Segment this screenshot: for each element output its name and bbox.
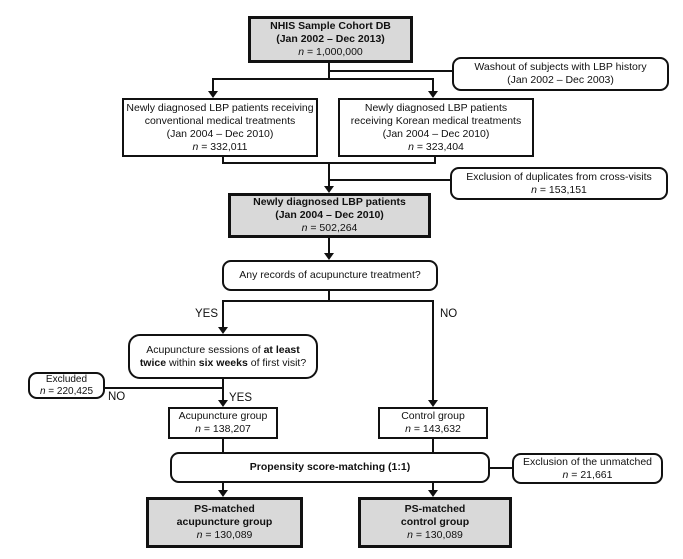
node-title2: receiving Korean medical treatments	[350, 114, 522, 127]
flow-line	[432, 483, 434, 491]
node-any-acupuncture-records: Any records of acupuncture treatment?	[222, 260, 438, 291]
flow-arrow	[208, 91, 218, 98]
node-dates: (Jan 2002 – Dec 2003)	[507, 74, 614, 86]
flow-arrow	[324, 186, 334, 193]
node-n: n = 153,151	[531, 183, 587, 196]
flow-line	[329, 179, 450, 181]
node-n: n = 138,207	[195, 423, 251, 435]
node-n: n = 130,089	[196, 529, 253, 541]
flow-line	[222, 439, 224, 452]
flow-line	[212, 78, 434, 80]
node-washout: Washout of subjects with LBP history (Ja…	[452, 57, 669, 91]
flow-line	[432, 439, 434, 452]
flow-arrow	[218, 490, 228, 497]
node-n: n = 1,000,000	[298, 46, 363, 58]
node-title: Exclusion of duplicates from cross-visit…	[466, 170, 652, 183]
node-title: Any records of acupuncture treatment?	[239, 269, 421, 281]
flow-line	[105, 387, 223, 389]
node-title: PS-matched	[194, 503, 255, 515]
flow-line	[212, 78, 214, 92]
node-title: Acupuncture group	[178, 410, 268, 422]
node-title: Propensity score-matching (1:1)	[249, 461, 411, 473]
node-n: n = 143,632	[405, 423, 461, 435]
node-session-criteria: Acupuncture sessions of at least twice w…	[128, 334, 318, 379]
flow-line	[432, 78, 434, 92]
flow-arrow	[428, 91, 438, 98]
node-dates: (Jan 2002 – Dec 2013)	[276, 33, 385, 45]
node-ps-matched-control: PS-matched control group n = 130,089	[358, 497, 512, 548]
branch-label-yes-bottom: YES	[229, 392, 253, 404]
node-title: Excluded	[45, 373, 88, 385]
node-title: Newly diagnosed LBP patients	[364, 101, 508, 114]
flow-arrow	[324, 253, 334, 260]
node-conventional-treatments: Newly diagnosed LBP patients receiving c…	[122, 98, 318, 157]
node-excluded: Excluded n = 220,425	[28, 372, 105, 399]
node-n: n = 21,661	[562, 468, 613, 481]
node-title2: acupuncture group	[176, 516, 273, 528]
node-n: n = 130,089	[407, 529, 463, 541]
node-control-group: Control group n = 143,632	[378, 407, 488, 439]
flow-line	[328, 291, 330, 302]
node-title: Exclusion of the unmatched	[523, 455, 652, 468]
node-title: PS-matched	[404, 503, 466, 515]
node-n: n = 502,264	[301, 222, 358, 234]
node-title2: conventional medical treatments	[144, 114, 296, 127]
flow-line	[328, 162, 330, 187]
node-exclusion-duplicates: Exclusion of duplicates from cross-visit…	[450, 167, 668, 200]
node-title: Newly diagnosed LBP patients receiving	[126, 101, 314, 114]
node-dates: (Jan 2004 – Dec 2010)	[275, 209, 384, 221]
flow-arrow	[218, 400, 228, 407]
flow-line	[434, 157, 436, 164]
node-title: Control group	[401, 410, 465, 422]
flow-line	[222, 157, 224, 164]
flow-line	[222, 300, 434, 302]
node-ps-matched-acupuncture: PS-matched acupuncture group n = 130,089	[146, 497, 303, 548]
flow-line	[432, 300, 434, 401]
flow-line	[222, 300, 224, 328]
node-n: n = 220,425	[39, 385, 94, 397]
branch-label-no-top: NO	[440, 308, 458, 320]
flow-arrow	[428, 490, 438, 497]
branch-label-yes-top: YES	[194, 308, 218, 320]
node-propensity-matching: Propensity score-matching (1:1)	[170, 452, 490, 483]
flow-line	[222, 379, 224, 401]
flow-line	[222, 483, 224, 491]
branch-label-no-bottom: NO	[108, 391, 126, 403]
node-title: Acupuncture sessions of at least	[146, 343, 300, 356]
node-n: n = 323,404	[408, 140, 464, 153]
node-title: Washout of subjects with LBP history	[474, 61, 647, 73]
flow-line	[490, 467, 512, 469]
node-title2: control group	[400, 516, 470, 528]
node-n: n = 332,011	[192, 140, 248, 153]
node-title: NHIS Sample Cohort DB	[270, 20, 391, 32]
flow-arrow	[428, 400, 438, 407]
node-korean-treatments: Newly diagnosed LBP patients receiving K…	[338, 98, 534, 157]
flow-line	[329, 70, 453, 72]
node-title: Newly diagnosed LBP patients	[253, 196, 406, 208]
node-nhis-cohort: NHIS Sample Cohort DB (Jan 2002 – Dec 20…	[248, 16, 413, 63]
node-acupuncture-group: Acupuncture group n = 138,207	[168, 407, 278, 439]
node-exclusion-unmatched: Exclusion of the unmatched n = 21,661	[512, 453, 663, 484]
node-title2: twice within six weeks of first visit?	[139, 356, 307, 369]
node-dates: (Jan 2004 – Dec 2010)	[382, 127, 490, 140]
flow-arrow	[218, 327, 228, 334]
node-newly-diagnosed-lbp: Newly diagnosed LBP patients (Jan 2004 –…	[228, 193, 431, 238]
flow-line	[328, 238, 330, 254]
node-dates: (Jan 2004 – Dec 2010)	[166, 127, 274, 140]
